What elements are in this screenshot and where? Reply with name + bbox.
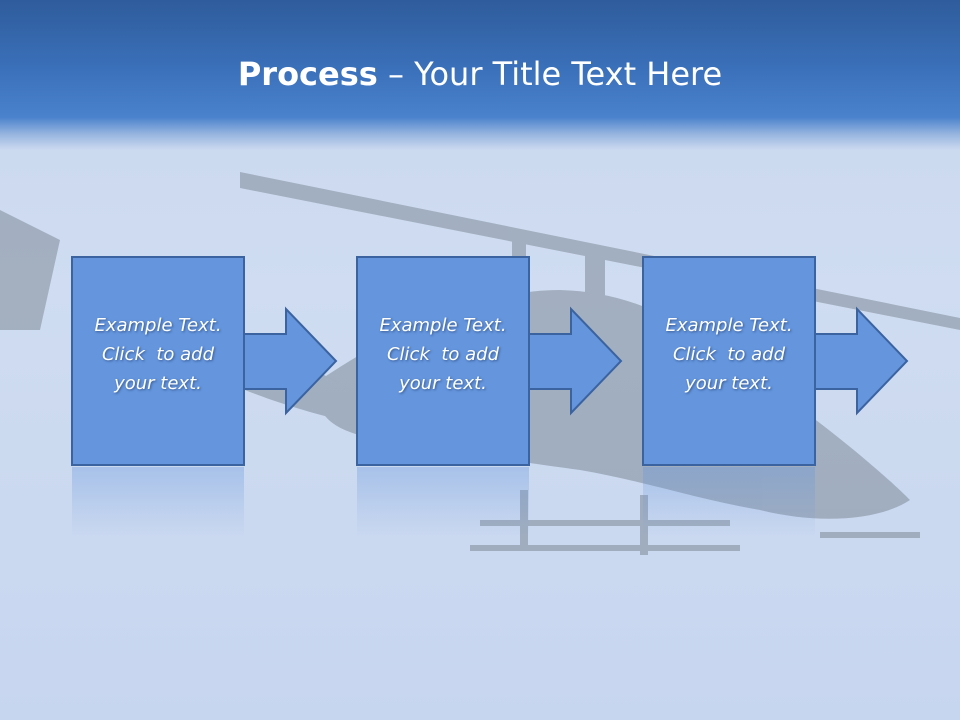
step-1-line-2: Click to add bbox=[101, 344, 214, 365]
step-2-line-1: Example Text. bbox=[379, 315, 507, 336]
process-step-1[interactable] bbox=[71, 256, 338, 537]
step-3-line-3: your text. bbox=[685, 373, 773, 394]
process-step-2[interactable] bbox=[356, 256, 623, 537]
step-3-line-1: Example Text. bbox=[665, 315, 793, 336]
step-2-text[interactable]: Example Text. Click to add your text. bbox=[357, 311, 529, 398]
title-bold: Process bbox=[237, 55, 378, 93]
title-banner bbox=[0, 0, 960, 150]
step-3-arrow bbox=[814, 306, 909, 416]
step-1-line-1: Example Text. bbox=[94, 315, 222, 336]
step-3-line-2: Click to add bbox=[672, 344, 785, 365]
step-2-arrow bbox=[528, 306, 623, 416]
slide-title[interactable]: Process – Your Title Text Here bbox=[0, 52, 960, 96]
step-3-box bbox=[642, 256, 816, 466]
step-1-line-3: your text. bbox=[114, 373, 202, 394]
title-rest: – Your Title Text Here bbox=[377, 55, 723, 93]
step-2-box bbox=[356, 256, 530, 466]
step-2-reflection bbox=[357, 467, 529, 537]
step-1-arrow bbox=[243, 306, 338, 416]
step-1-box bbox=[71, 256, 245, 466]
step-1-reflection bbox=[72, 467, 244, 537]
step-3-reflection bbox=[643, 467, 815, 537]
step-3-text[interactable]: Example Text. Click to add your text. bbox=[643, 311, 815, 398]
step-2-line-2: Click to add bbox=[386, 344, 499, 365]
step-2-line-3: your text. bbox=[399, 373, 487, 394]
process-step-3[interactable] bbox=[642, 256, 909, 537]
step-1-text[interactable]: Example Text. Click to add your text. bbox=[72, 311, 244, 398]
